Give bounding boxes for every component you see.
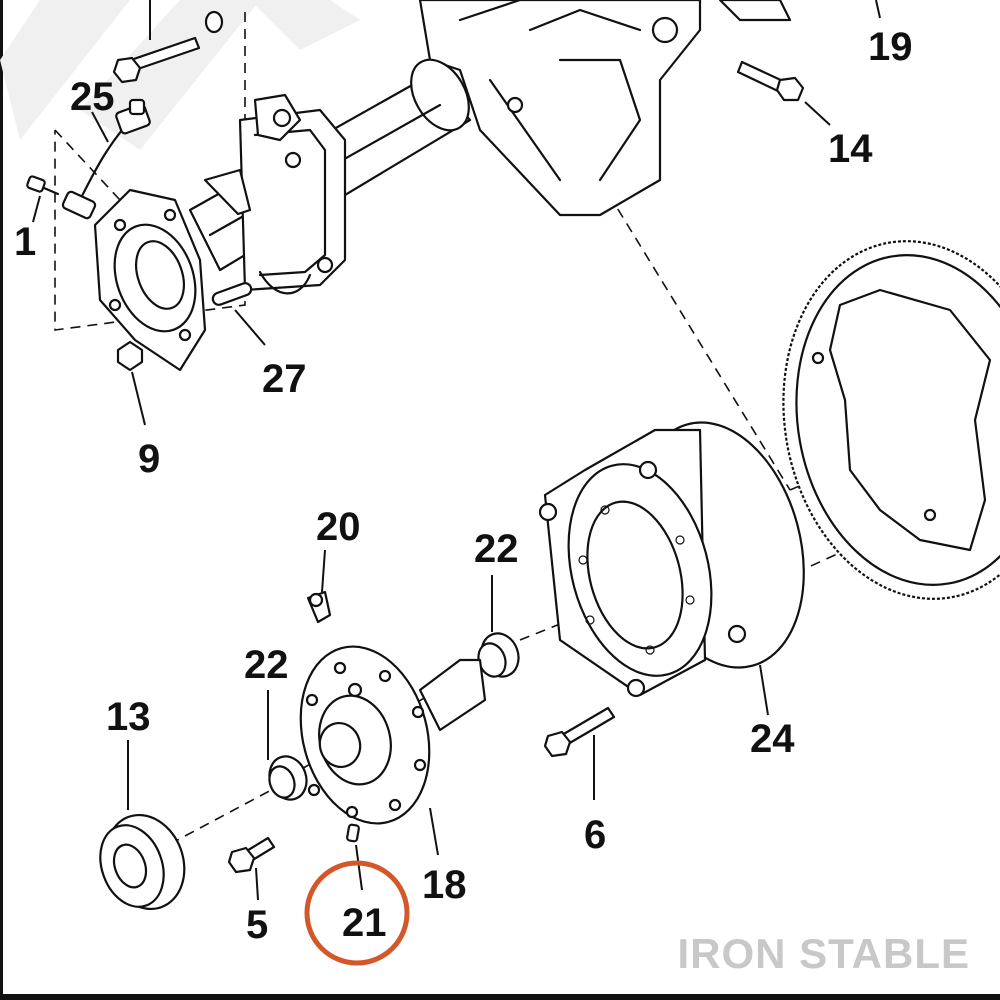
part-25-speed-sensor	[61, 98, 151, 220]
leader-lines	[32, 0, 881, 901]
callout-18: 18	[422, 863, 467, 907]
part-9-nut	[116, 340, 144, 372]
callout-27: 27	[262, 357, 307, 401]
callout-22-upper: 22	[474, 527, 519, 571]
callout-5: 5	[246, 903, 268, 947]
part-18-wheel-hub	[299, 645, 487, 825]
callout-19: 19	[868, 25, 913, 69]
highlight-circle-part-21	[304, 860, 410, 966]
callout-9: 9	[138, 437, 160, 481]
callout-14: 14	[828, 127, 873, 171]
part-number-callouts: 19 25 14 1 27 9 20 22 22 13 24 6 18 5 21	[14, 25, 913, 947]
part-5-bolt	[227, 836, 276, 874]
brand-watermark: IRON STABLE	[677, 930, 970, 977]
top-bolt-with-washer	[112, 10, 224, 84]
callout-21: 21	[342, 901, 387, 945]
axle-housing-bracket	[418, 0, 792, 217]
ring-gear	[782, 240, 1000, 600]
part-1-small-bolt	[26, 175, 60, 196]
callout-1: 1	[14, 220, 36, 264]
part-22-seal-upper	[477, 632, 520, 678]
part-27-dowel-pin	[211, 282, 253, 306]
part-14-bolt	[736, 60, 805, 102]
part-22-seal-lower	[268, 755, 308, 801]
callout-25: 25	[70, 75, 115, 119]
callout-6: 6	[584, 813, 606, 857]
part-21-set-screw	[346, 823, 360, 843]
callout-24: 24	[750, 717, 795, 761]
callout-20: 20	[316, 505, 361, 549]
part-24-bearing-carrier	[538, 421, 805, 698]
callout-22-lower: 22	[244, 643, 289, 687]
callout-13: 13	[106, 695, 151, 739]
part-20-grease-fitting	[306, 590, 332, 624]
axle-end-flange	[93, 188, 207, 372]
tube-mounting-plate	[203, 93, 347, 295]
part-13-bearing	[99, 813, 186, 911]
part-6-long-bolt	[543, 706, 616, 758]
